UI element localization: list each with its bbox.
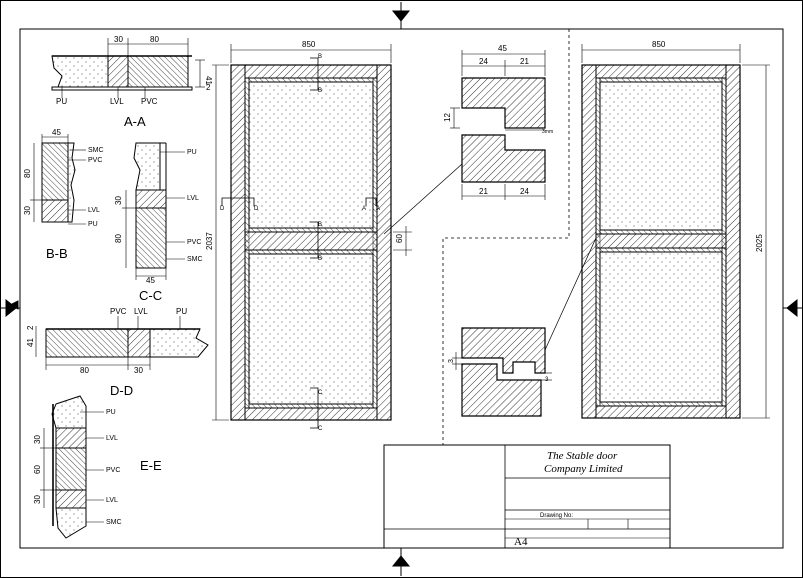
company-name-line1: The Stable door [547, 450, 618, 462]
aa-label-lvl: LVL [110, 97, 124, 106]
aa-title: A-A [124, 114, 146, 129]
section-c-c: 30 80 45 PU LVL PVC SMC C-C [114, 142, 203, 303]
dd-label-pvc: PVC [110, 307, 127, 316]
drawing-no-label: Drawing No: [540, 513, 573, 519]
title-block: The Stable door Company Limited Drawing … [383, 444, 671, 549]
joint-detail-bottom: 3 3 [448, 327, 552, 417]
marker-b-4: B [318, 256, 322, 262]
marker-a-1: A [362, 206, 366, 212]
aa-dim-41: 41 [204, 76, 213, 85]
door-left-height: 2037 [205, 232, 214, 250]
joint-top-width: 45 [498, 44, 507, 53]
dd-dim-41: 41 [26, 338, 35, 347]
bb-label-smc: SMC [88, 147, 104, 154]
aa-label-pvc: PVC [141, 97, 158, 106]
bb-label-pu: PU [88, 221, 98, 228]
dd-dim-2: 2 [26, 325, 35, 330]
dd-label-lvl: LVL [134, 307, 148, 316]
cc-label-pvc: PVC [187, 239, 201, 246]
ee-label-lvl-top: LVL [106, 435, 118, 442]
ee-label-pvc: PVC [106, 467, 120, 474]
joint-top-part-a: 24 [479, 57, 488, 66]
door-left-rail-dim: 60 [395, 234, 404, 243]
joint-bottom-part-b: 24 [520, 187, 529, 196]
aa-dim-80: 80 [150, 35, 159, 44]
joint-detail-top: 45 24 21 21 24 12 3mm [443, 44, 553, 200]
cc-dim-45: 45 [146, 276, 155, 285]
marker-d-1: D [220, 206, 225, 212]
ee-label-pu: PU [106, 409, 116, 416]
cc-label-lvl: LVL [187, 195, 199, 202]
cc-dim-30: 30 [114, 196, 123, 205]
company-name-line2: Company Limited [544, 463, 623, 475]
section-b-b: 45 80 30 SMC PVC LVL PU B-B [23, 128, 104, 261]
dashed-separator [442, 29, 570, 445]
bb-dim-45: 45 [52, 128, 61, 137]
aa-dim-30: 30 [114, 35, 123, 44]
marker-c-1: C [318, 390, 323, 396]
section-e-e: 30 60 30 PU LVL PVC LVL SMC E-E [33, 395, 162, 539]
joint-gap: 12 [443, 113, 452, 122]
aa-dim-2: 2 [206, 83, 211, 92]
cc-label-smc: SMC [187, 256, 203, 263]
bb-label-pvc: PVC [88, 157, 102, 164]
ee-label-smc: SMC [106, 519, 122, 526]
marker-b-2: B [318, 88, 322, 94]
joint-bottom-dim-b: 3 [545, 377, 549, 383]
section-d-d: PVC LVL PU 41 2 80 30 D-D [26, 307, 209, 398]
bb-title: B-B [46, 246, 68, 261]
ee-title: E-E [140, 458, 162, 473]
ee-dim-30a: 30 [33, 435, 42, 444]
marker-b-1: B [318, 54, 322, 60]
door-right-width: 850 [652, 40, 666, 49]
ee-dim-60: 60 [33, 465, 42, 474]
cc-label-pu: PU [187, 149, 197, 156]
bb-label-lvl: LVL [88, 207, 100, 214]
ee-label-lvl-bottom: LVL [106, 497, 118, 504]
cc-dim-80: 80 [114, 234, 123, 243]
door-left-elevation: 850 2037 60 B B B B D D A A C C [205, 40, 412, 432]
dd-title: D-D [110, 383, 133, 398]
sheet-size: A4 [514, 536, 528, 548]
bb-dim-30: 30 [23, 206, 32, 215]
ee-dim-30b: 30 [33, 495, 42, 504]
cc-title: C-C [139, 288, 162, 303]
joint-bottom-dim-a: 3 [448, 359, 455, 363]
leader-top-detail [383, 163, 463, 235]
joint-note: 3mm [542, 129, 553, 135]
section-a-a: 30 80 41 2 PU LVL PVC A-A [51, 35, 213, 129]
marker-a-2: A [376, 206, 380, 212]
aa-label-pu: PU [56, 97, 67, 106]
door-left-width: 850 [302, 40, 316, 49]
bb-dim-80: 80 [23, 169, 32, 178]
marker-c-2: C [318, 426, 323, 432]
door-right-height: 2025 [755, 234, 764, 252]
marker-d-2: D [254, 206, 259, 212]
joint-bottom-part-a: 21 [479, 187, 488, 196]
marker-b-3: B [318, 222, 322, 228]
dd-dim-80: 80 [80, 366, 89, 375]
dd-dim-30: 30 [134, 366, 143, 375]
joint-top-part-b: 21 [520, 57, 529, 66]
door-right-elevation: 850 2025 [581, 40, 770, 419]
dd-label-pu: PU [176, 307, 187, 316]
